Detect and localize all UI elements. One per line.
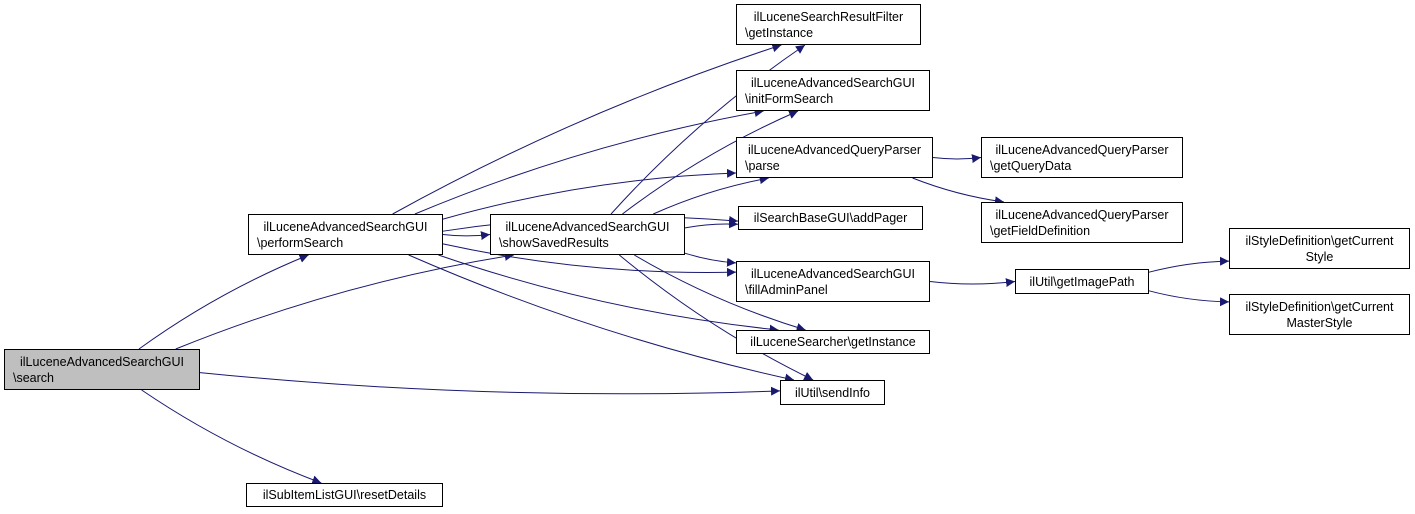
node-get-current-master-style[interactable]: ilStyleDefinition\getCurrent MasterStyle: [1229, 294, 1410, 335]
node-filter-get-instance[interactable]: ilLuceneSearchResultFilter \getInstance: [736, 4, 921, 45]
node-label: \fillAdminPanel: [745, 282, 828, 297]
edge-search-to-performSearch: [138, 254, 309, 350]
node-label: ilLuceneAdvancedSearchGUI: [20, 354, 184, 369]
node-searcher-get-instance[interactable]: ilLuceneSearcher\getInstance: [736, 330, 930, 354]
edge-performSearch-to-fillAdminPanel: [442, 243, 737, 277]
edge-showSavedResults-to-searcherGetInstance: [634, 254, 806, 332]
edge-performSearch-to-initFormSearch: [414, 108, 764, 215]
node-reset-details[interactable]: ilSubItemListGUI\resetDetails: [246, 483, 443, 507]
node-search: ilLuceneAdvancedSearchGUI \search: [4, 349, 200, 390]
edge-search-to-resetDetails: [141, 389, 322, 485]
node-label: ilLuceneSearcher\getInstance: [750, 335, 916, 349]
node-label: ilLuceneAdvancedSearchGUI: [751, 75, 915, 90]
node-parse[interactable]: ilLuceneAdvancedQueryParser \parse: [736, 137, 933, 178]
node-get-query-data[interactable]: ilLuceneAdvancedQueryParser \getQueryDat…: [981, 137, 1183, 178]
edge-showSavedResults-to-filterGetInstance: [610, 44, 806, 215]
node-label: ilLuceneAdvancedSearchGUI: [263, 219, 428, 234]
edge-showSavedResults-to-sendInfo: [618, 254, 814, 381]
edge-performSearch-to-sendInfo: [408, 254, 795, 383]
node-label: ilLuceneAdvancedSearchGUI: [751, 266, 915, 281]
edge-performSearch-to-filterGetInstance: [392, 43, 782, 215]
node-label: ilSearchBaseGUI\addPager: [753, 211, 908, 225]
node-get-field-definition[interactable]: ilLuceneAdvancedQueryParser \getFieldDef…: [981, 202, 1183, 243]
node-label: ilUtil\sendInfo: [794, 385, 871, 400]
node-label: ilStyleDefinition\getCurrent: [1245, 299, 1394, 314]
node-label: ilLuceneAdvancedQueryParser: [995, 142, 1169, 157]
node-perform-search[interactable]: ilLuceneAdvancedSearchGUI \performSearch: [248, 214, 443, 255]
edge-performSearch-to-parse: [442, 168, 737, 220]
node-label: ilSubItemListGUI\resetDetails: [262, 488, 427, 502]
node-label: ilLuceneSearchResultFilter: [753, 9, 904, 24]
node-label: ilUtil\getImagePath: [1029, 274, 1135, 289]
node-label: \showSavedResults: [499, 235, 609, 250]
edge-showSavedResults-to-parse: [653, 175, 769, 215]
node-label: Style: [1305, 249, 1334, 264]
edge-showSavedResults-to-fillAdminPanel: [684, 252, 737, 267]
edge-getImagePath-to-getCurrentMasterStyle: [1148, 290, 1230, 307]
node-label: ilStyleDefinition\getCurrent: [1245, 233, 1394, 248]
node-get-current-style[interactable]: ilStyleDefinition\getCurrent Style: [1229, 228, 1410, 269]
edge-performSearch-to-showSavedResults: [442, 231, 491, 241]
node-label: ilLuceneAdvancedQueryParser: [995, 207, 1169, 222]
node-label: \initFormSearch: [745, 91, 834, 106]
edge-search-to-showSavedResults: [175, 251, 514, 350]
node-show-saved-results[interactable]: ilLuceneAdvancedSearchGUI \showSavedResu…: [490, 214, 685, 255]
node-label: \getQueryData: [990, 158, 1072, 173]
edge-parse-to-getQueryData: [932, 154, 982, 164]
edge-search-to-sendInfo: [199, 372, 781, 396]
node-add-pager[interactable]: ilSearchBaseGUI\addPager: [738, 206, 923, 230]
node-label: ilLuceneAdvancedQueryParser: [747, 142, 922, 157]
node-fill-admin-panel[interactable]: ilLuceneAdvancedSearchGUI \fillAdminPane…: [736, 261, 930, 302]
edge-showSavedResults-to-addPager: [684, 219, 739, 229]
node-label: ilLuceneAdvancedSearchGUI: [505, 219, 670, 234]
node-label: \search: [13, 370, 54, 385]
edge-performSearch-to-searcherGetInstance: [438, 254, 779, 334]
node-init-form-search[interactable]: ilLuceneAdvancedSearchGUI \initFormSearc…: [736, 70, 930, 111]
edge-parse-to-getFieldDefinition: [912, 177, 1005, 206]
node-label: MasterStyle: [1286, 315, 1353, 330]
node-label: \getFieldDefinition: [990, 223, 1091, 238]
edge-getImagePath-to-getCurrentStyle: [1148, 256, 1230, 273]
edge-showSavedResults-to-initFormSearch: [622, 110, 799, 215]
edge-fillAdminPanel-to-getImagePath: [929, 278, 1016, 288]
node-label: \parse: [745, 158, 780, 173]
node-send-info[interactable]: ilUtil\sendInfo: [780, 380, 885, 405]
node-get-image-path[interactable]: ilUtil\getImagePath: [1015, 269, 1149, 294]
node-label: \performSearch: [257, 235, 344, 250]
node-label: \getInstance: [745, 25, 814, 40]
